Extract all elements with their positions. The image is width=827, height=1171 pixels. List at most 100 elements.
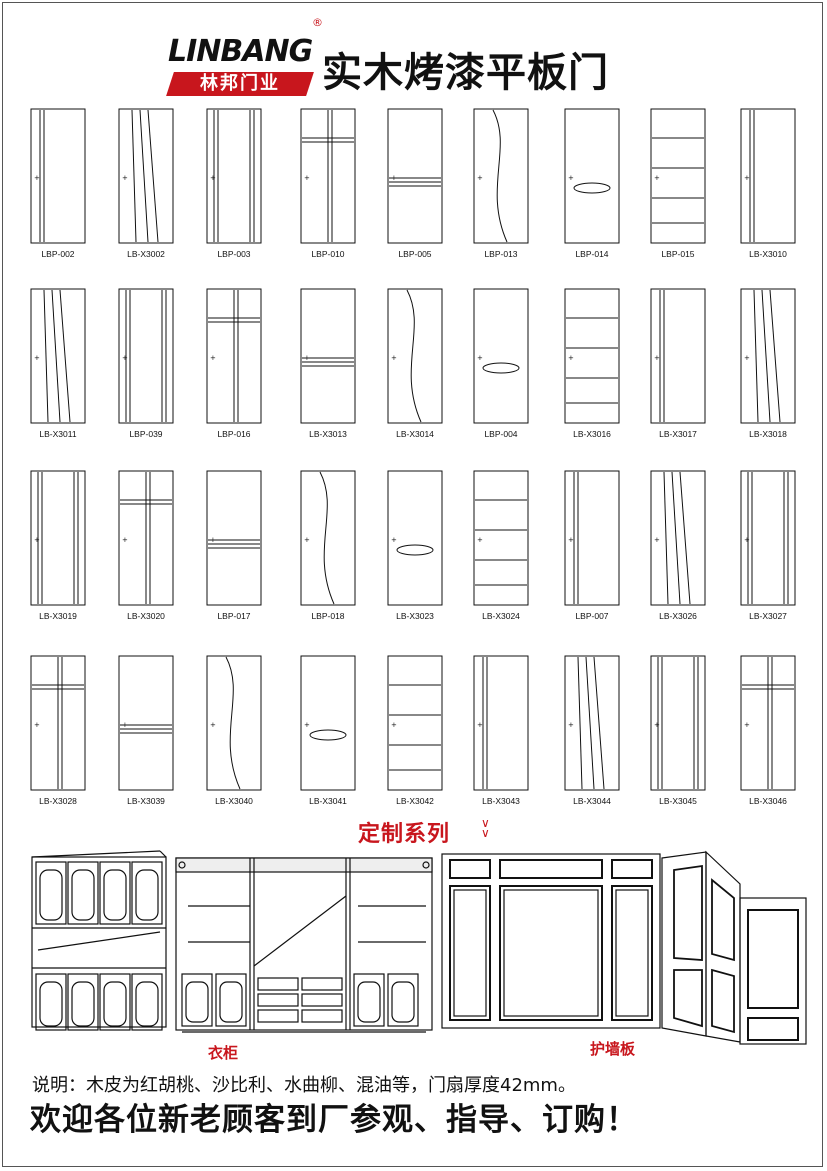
door-drawing: +	[564, 288, 620, 424]
svg-text:+: +	[744, 536, 750, 544]
door-drawing: +	[30, 655, 86, 791]
door-model-code: LBP-004	[484, 429, 518, 439]
svg-text:+: +	[210, 721, 216, 729]
door-model-code: LB-X3027	[749, 611, 787, 621]
door-model-code: LB-X3044	[573, 796, 611, 806]
door-catalog-grid: + LBP-002 + LB-X3002 + LBP-003 + LBP-010…	[30, 108, 796, 806]
door-drawing: +	[30, 288, 86, 424]
svg-text:+: +	[304, 354, 310, 362]
door-model-code: LB-X3013	[309, 429, 347, 439]
door-item: + LB-X3027	[740, 470, 796, 621]
door-drawing: +	[118, 470, 174, 606]
door-model-code: LB-X3040	[215, 796, 253, 806]
svg-text:+: +	[122, 721, 128, 729]
door-item: + LBP-016	[206, 288, 262, 439]
door-drawing: +	[473, 655, 529, 791]
custom-series-title: 定制系列	[358, 822, 451, 847]
door-model-code: LB-X3014	[396, 429, 434, 439]
svg-text:+: +	[34, 721, 40, 729]
svg-text:+: +	[477, 354, 483, 362]
svg-text:+: +	[122, 174, 128, 182]
door-item: + LBP-039	[118, 288, 174, 439]
door-drawing: +	[300, 108, 356, 244]
door-model-code: LBP-015	[661, 249, 695, 259]
door-model-code: LB-X3011	[39, 429, 77, 439]
door-drawing: +	[387, 655, 443, 791]
door-drawing: +	[564, 108, 620, 244]
door-model-code: LBP-039	[129, 429, 163, 439]
door-model-code: LB-X3024	[482, 611, 520, 621]
door-model-code: LB-X3028	[39, 796, 77, 806]
door-model-code: LB-X3002	[127, 249, 165, 259]
door-drawing: +	[564, 470, 620, 606]
door-drawing: +	[387, 288, 443, 424]
door-item: + LBP-013	[473, 108, 529, 259]
svg-text:+: +	[477, 536, 483, 544]
door-model-code: LB-X3018	[749, 429, 787, 439]
door-item: + LB-X3002	[118, 108, 174, 259]
door-item: + LBP-017	[206, 470, 262, 621]
door-item: + LB-X3013	[300, 288, 356, 439]
door-item: + LB-X3017	[650, 288, 706, 439]
door-model-code: LBP-017	[217, 611, 251, 621]
svg-text:+: +	[568, 721, 574, 729]
svg-text:+: +	[744, 174, 750, 182]
door-item: + LBP-014	[564, 108, 620, 259]
door-item: + LB-X3039	[118, 655, 174, 806]
wardrobe-left-drawing	[31, 850, 167, 1031]
door-item: + LB-X3010	[740, 108, 796, 259]
svg-text:+: +	[654, 354, 660, 362]
svg-text:+: +	[391, 354, 397, 362]
door-model-code: LBP-013	[484, 249, 518, 259]
door-drawing: +	[473, 470, 529, 606]
material-note: 说明：木皮为红胡桃、沙比利、水曲柳、混油等，门扇厚度42mm。	[32, 1075, 576, 1096]
door-model-code: LBP-010	[311, 249, 345, 259]
svg-text:+: +	[744, 354, 750, 362]
door-drawing: +	[740, 470, 796, 606]
svg-text:+: +	[210, 354, 216, 362]
door-drawing: +	[387, 470, 443, 606]
door-drawing: +	[564, 655, 620, 791]
door-model-code: LB-X3039	[127, 796, 165, 806]
door-item: + LB-X3023	[387, 470, 443, 621]
svg-text:+: +	[654, 721, 660, 729]
door-item: + LBP-010	[300, 108, 356, 259]
wardrobe-caption: 衣柜	[208, 1044, 239, 1062]
svg-text:+: +	[122, 354, 128, 362]
door-item: + LBP-005	[387, 108, 443, 259]
door-item: + LB-X3040	[206, 655, 262, 806]
door-item: + LB-X3042	[387, 655, 443, 806]
door-model-code: LB-X3045	[659, 796, 697, 806]
door-model-code: LB-X3042	[396, 796, 434, 806]
door-drawing: +	[473, 108, 529, 244]
wardrobe-upper-panels	[35, 861, 163, 925]
svg-text:+: +	[210, 536, 216, 544]
door-drawing: +	[300, 655, 356, 791]
door-drawing: +	[650, 108, 706, 244]
door-item: + LBP-004	[473, 288, 529, 439]
door-item: + LB-X3024	[473, 470, 529, 621]
svg-text:+: +	[210, 174, 216, 182]
brand-wordmark: LINBANG	[168, 34, 313, 69]
wall-panel-drawing	[441, 850, 807, 1045]
door-model-code: LB-X3041	[309, 796, 347, 806]
registered-mark: ®	[312, 16, 323, 29]
door-item: + LB-X3026	[650, 470, 706, 621]
door-item: + LB-X3046	[740, 655, 796, 806]
door-drawing: +	[206, 288, 262, 424]
svg-text:+: +	[304, 174, 310, 182]
door-drawing: +	[300, 288, 356, 424]
wardrobe-lower-panels	[35, 973, 163, 1031]
welcome-message: 欢迎各位新老顾客到厂参观、指导、订购！	[30, 1102, 638, 1138]
page-title: 实木烤漆平板门	[322, 50, 609, 96]
door-model-code: LBP-018	[311, 611, 345, 621]
door-item: + LB-X3043	[473, 655, 529, 806]
svg-text:+: +	[477, 721, 483, 729]
door-model-code: LB-X3019	[39, 611, 77, 621]
door-item: + LBP-007	[564, 470, 620, 621]
svg-text:+: +	[391, 536, 397, 544]
door-item: + LBP-018	[300, 470, 356, 621]
door-model-code: LB-X3043	[482, 796, 520, 806]
door-model-code: LBP-007	[575, 611, 609, 621]
